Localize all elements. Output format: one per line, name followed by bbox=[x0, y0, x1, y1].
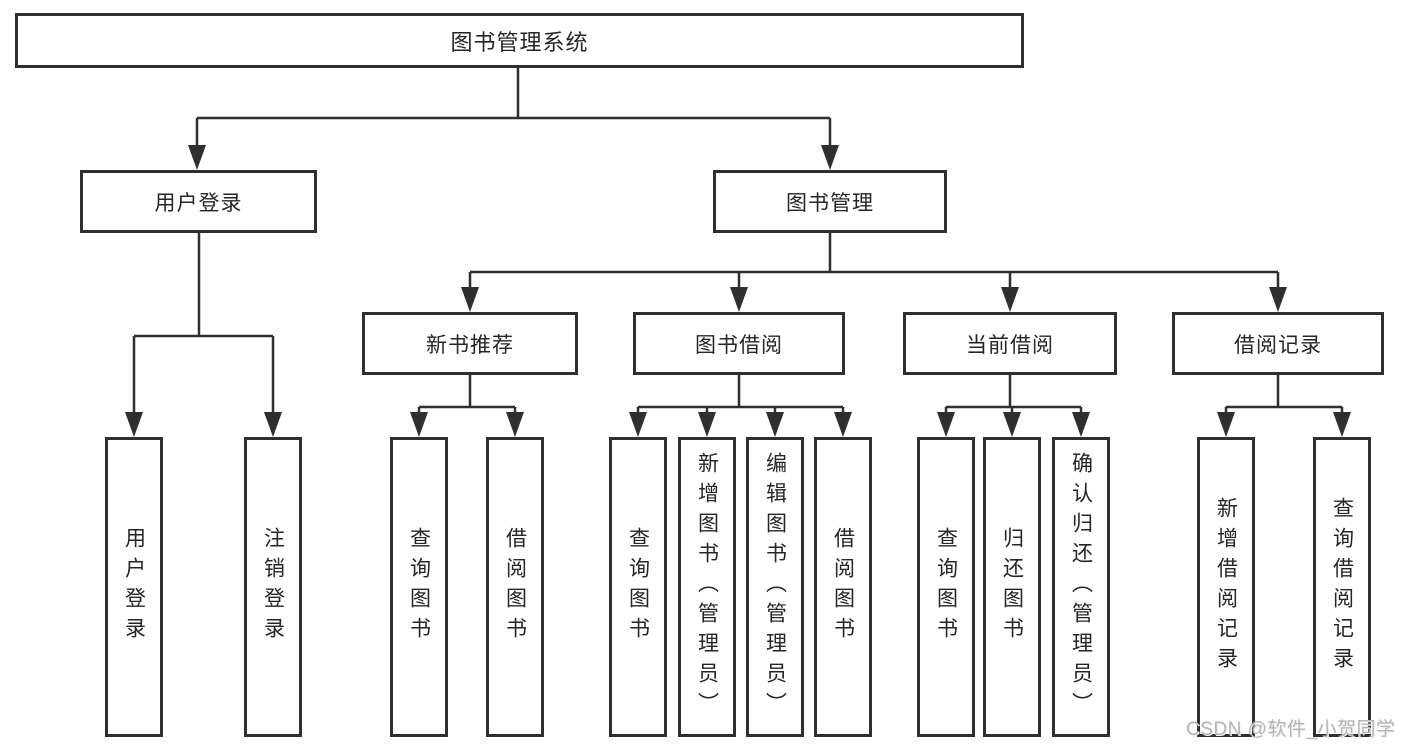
node-book-borrow: 图书借阅 bbox=[633, 312, 845, 375]
leaf-newbook-query-books-label: 查询图书 bbox=[407, 527, 431, 647]
node-book-management-branch-label: 图书管理 bbox=[786, 191, 874, 215]
node-new-book-recommend: 新书推荐 bbox=[362, 312, 578, 375]
connector-borrow-records-split bbox=[1224, 375, 1344, 416]
leaf-current-query-books-label: 查询图书 bbox=[934, 527, 958, 647]
leaf-user-login-label: 用户登录 bbox=[122, 527, 146, 647]
leaf-logout-label: 注销登录 bbox=[261, 527, 285, 647]
node-user-login-branch: 用户登录 bbox=[80, 170, 317, 233]
leaf-newbook-borrow-books: 借阅图书 bbox=[486, 437, 544, 737]
node-user-login-branch-label: 用户登录 bbox=[154, 191, 243, 215]
leaf-query-borrow-record: 查询借阅记录 bbox=[1313, 437, 1371, 737]
leaf-edit-book-admin-label: 编辑图书（管理员） bbox=[763, 452, 787, 722]
leaf-return-books: 归还图书 bbox=[983, 437, 1041, 737]
leaf-newbook-query-books: 查询图书 bbox=[390, 437, 448, 737]
connector-book-management-split bbox=[468, 233, 1280, 291]
leaf-logout: 注销登录 bbox=[244, 437, 302, 737]
leaf-query-borrow-record-label: 查询借阅记录 bbox=[1330, 497, 1354, 677]
leaf-current-query-books: 查询图书 bbox=[917, 437, 975, 737]
node-library-management-system: 图书管理系统 bbox=[15, 13, 1024, 68]
node-book-management-branch: 图书管理 bbox=[713, 170, 947, 233]
node-borrow-records: 借阅记录 bbox=[1172, 312, 1384, 375]
connector-book-borrow-split bbox=[636, 375, 845, 416]
leaf-return-books-label: 归还图书 bbox=[1000, 527, 1024, 647]
node-borrow-records-label: 借阅记录 bbox=[1234, 333, 1322, 357]
leaf-borrow-query-books-label: 查询图书 bbox=[626, 527, 650, 647]
leaf-newbook-borrow-books-label: 借阅图书 bbox=[503, 527, 527, 647]
node-current-borrow: 当前借阅 bbox=[903, 312, 1117, 375]
leaf-add-borrow-record: 新增借阅记录 bbox=[1197, 437, 1255, 737]
leaf-borrow-books-label: 借阅图书 bbox=[831, 527, 855, 647]
leaf-confirm-return-admin-label: 确认归还（管理员） bbox=[1069, 452, 1093, 722]
node-current-borrow-label: 当前借阅 bbox=[966, 333, 1054, 357]
connector-user-login-split bbox=[132, 233, 275, 416]
leaf-borrow-query-books: 查询图书 bbox=[609, 437, 667, 737]
leaf-user-login: 用户登录 bbox=[105, 437, 163, 737]
node-library-management-system-label: 图书管理系统 bbox=[450, 29, 589, 55]
csdn-watermark: CSDN @软件_小贺同学 bbox=[1186, 719, 1396, 740]
leaf-confirm-return-admin: 确认归还（管理员） bbox=[1052, 437, 1110, 737]
connector-root-split bbox=[195, 66, 832, 148]
node-new-book-recommend-label: 新书推荐 bbox=[426, 333, 514, 357]
leaf-add-book-admin: 新增图书（管理员） bbox=[678, 437, 736, 737]
leaf-borrow-books: 借阅图书 bbox=[814, 437, 872, 737]
leaf-add-borrow-record-label: 新增借阅记录 bbox=[1214, 497, 1238, 677]
connector-new-book-split bbox=[417, 375, 517, 416]
leaf-add-book-admin-label: 新增图书（管理员） bbox=[695, 452, 719, 722]
node-book-borrow-label: 图书借阅 bbox=[695, 333, 783, 357]
leaf-edit-book-admin: 编辑图书（管理员） bbox=[746, 437, 804, 737]
connector-current-borrow-split bbox=[944, 375, 1083, 416]
